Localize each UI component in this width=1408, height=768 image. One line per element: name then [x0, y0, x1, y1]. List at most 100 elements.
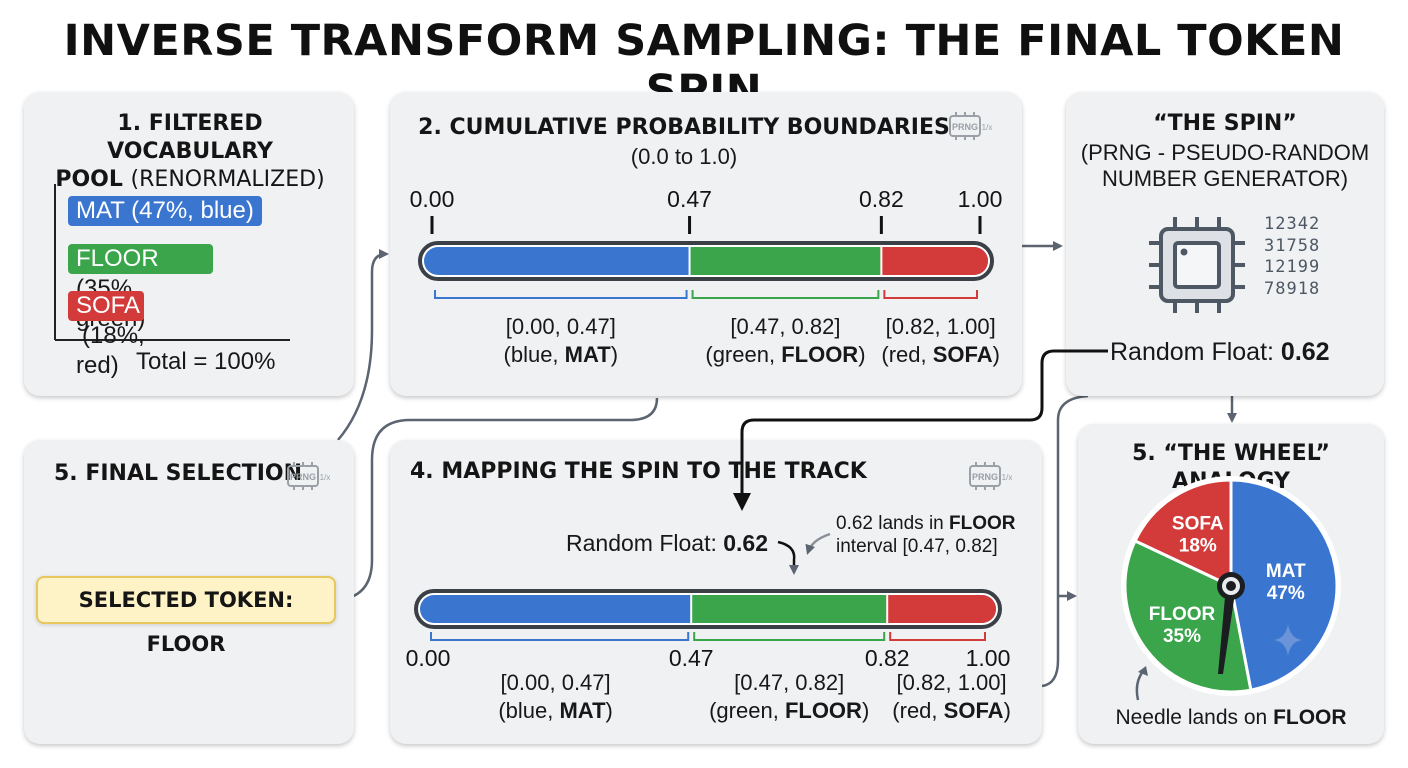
needle-pointer-arrowhead	[1138, 666, 1148, 676]
wheel-slice-mat	[1229, 478, 1339, 692]
needle-caption-prefix: Needle lands on	[1115, 706, 1268, 729]
svg-text:PRNG: PRNG	[952, 122, 978, 132]
tick-label: 0.47	[669, 645, 714, 671]
svg-text:1/x: 1/x	[982, 123, 992, 132]
bar-sofa-detail: (18%, red)	[76, 322, 145, 379]
interval-token: (blue, MAT)	[504, 342, 619, 367]
landing-note-token: FLOOR	[949, 513, 1016, 534]
interval-bracket	[883, 290, 978, 299]
landing-note-interval: interval [0.47, 0.82]	[836, 536, 998, 557]
prng-chip-icon: PRNG 1/x	[287, 462, 330, 490]
needle-caption: Needle lands on FLOOR	[1078, 706, 1384, 730]
interval-token: (red, SOFA)	[881, 342, 1000, 367]
selected-token-box: SELECTED TOKEN: FLOOR	[36, 576, 336, 656]
panel3-title-line1: “THE SPIN”	[1153, 111, 1297, 136]
bar-mat-label: MAT	[76, 197, 125, 224]
total-label: Total = 100%	[136, 348, 276, 375]
mapping-random-float: Random Float: 0.62	[566, 530, 768, 557]
needle-caption-token: FLOOR	[1273, 706, 1347, 729]
tick-label: 1.00	[958, 186, 1003, 212]
panel-final-selection: 5. FINAL SELECTION PRNG 1/x SELECTED TOK…	[24, 440, 354, 744]
needle-pointer-arrow	[1135, 669, 1145, 701]
interval-range: [0.82, 1.00]	[897, 670, 1007, 695]
interval-bracket	[430, 632, 690, 641]
panel-mapping-spin: 4. MAPPING THE SPIN TO THE TRACK PRNG 1/…	[390, 440, 1042, 744]
segment-sofa-start	[880, 247, 891, 275]
bar-mat-detail: (47%, blue)	[131, 197, 254, 224]
panel1-title-line1: 1. FILTERED VOCABULARY	[107, 111, 273, 164]
panel-prng-spin: “THE SPIN” (PRNG - PSEUDO-RANDOM NUMBER …	[1066, 92, 1384, 396]
interval-token: (blue, MAT)	[498, 698, 613, 723]
tick-label: 1.00	[966, 645, 1011, 671]
tick-label: 0.47	[667, 186, 712, 212]
random-number: 12342	[1264, 214, 1321, 234]
random-number: 12199	[1264, 257, 1321, 277]
bar-floor: FLOOR (35%, green)	[68, 244, 213, 332]
arrow-p5-to-p2	[337, 249, 389, 441]
panel3-title-line3: NUMBER GENERATOR)	[1101, 166, 1349, 191]
wheel-slice-floor	[1123, 538, 1253, 694]
panel3-title-line2: (PRNG - PSEUDO-RANDOM	[1080, 140, 1370, 165]
tick-label: 0.82	[865, 645, 910, 671]
random-number-stream: 12342 31758 12199 78918	[1264, 214, 1320, 300]
mapping-track: 0.00 0.47 0.82 1.00 [0.00, 0.47] (blue, MAT) […	[406, 589, 1011, 723]
interval-bracket	[691, 290, 880, 299]
arrow-p2-to-p5	[335, 397, 659, 602]
page-title: INVERSE TRANSFORM SAMPLING: THE FINAL TO…	[63, 16, 1345, 116]
bar-floor-label: FLOOR	[76, 245, 159, 272]
random-number: 78918	[1264, 278, 1321, 299]
segment-sofa-start	[886, 595, 897, 623]
segment-floor	[691, 595, 888, 623]
wheel-label-pct: 35%	[1163, 626, 1201, 647]
random-float-label: Random Float:	[1110, 338, 1274, 366]
panel-cumulative-boundaries: 2. CUMULATIVE PROBABILITY BOUNDARIES (0.…	[390, 92, 1022, 396]
random-float-value: 0.62	[1280, 338, 1330, 366]
sparkle-icon	[1274, 624, 1302, 656]
panel1-title: 1. FILTERED VOCABULARY POOL (RENORMALIZE…	[44, 110, 336, 194]
wheel-label-name: MAT	[1266, 561, 1306, 582]
selected-token-text: SELECTED TOKEN: FLOOR	[78, 588, 294, 656]
wheel-label-name: FLOOR	[1149, 604, 1216, 625]
wheel-needle	[1218, 586, 1236, 674]
tick-label: 0.00	[406, 645, 451, 671]
interval-bracket	[434, 290, 688, 299]
mapping-random-value: 0.62	[723, 530, 769, 556]
random-number: 31758	[1264, 235, 1321, 256]
interval-range: [0.00, 0.47]	[501, 670, 611, 695]
wheel-hub-center	[1226, 581, 1236, 591]
interval-range: [0.47, 0.82]	[730, 314, 840, 339]
panel2-subtitle: (0.0 to 1.0)	[630, 144, 738, 169]
landing-note: 0.62 lands in FLOOR interval [0.47, 0.82…	[836, 512, 1016, 558]
interval-token: (green, FLOOR)	[709, 698, 869, 723]
wheel-label-pct: 47%	[1267, 583, 1305, 604]
panel2-title: 2. CUMULATIVE PROBABILITY BOUNDARIES	[418, 115, 950, 140]
wheel-label-pct: 18%	[1179, 536, 1217, 557]
panel1-title-line2: POOL	[55, 167, 123, 192]
landing-note-prefix: 0.62 lands in	[836, 513, 944, 534]
interval-token: (green, FLOOR)	[705, 342, 865, 367]
interval-range: [0.47, 0.82]	[734, 670, 844, 695]
bar-axis	[54, 184, 290, 341]
bar-sofa-label: SOFA	[76, 292, 139, 319]
tick-label: 0.82	[859, 186, 904, 212]
interval-bracket	[693, 632, 886, 641]
prng-chip-icon: PRNG 1/x	[949, 112, 992, 140]
wheel-rim	[1121, 476, 1341, 696]
svg-text:PRNG: PRNG	[290, 472, 316, 482]
wheel-slice-sofa	[1133, 478, 1233, 589]
panel-filtered-vocabulary: 1. FILTERED VOCABULARY POOL (RENORMALIZE…	[24, 92, 354, 396]
mapping-random-label: Random Float:	[566, 530, 717, 556]
bar-mat: MAT (47%, blue)	[68, 196, 262, 226]
cumulative-track: 0.00 0.47 0.82 1.00 [0.00, 0.47] (blue, MAT) […	[410, 186, 1003, 367]
interval-token: (red, SOFA)	[892, 698, 1011, 723]
random-float-readout: Random Float: 0.62	[1110, 338, 1330, 367]
panel1-title-normal: (RENORMALIZED)	[130, 167, 325, 192]
microchip-icon	[1149, 217, 1245, 313]
bar-sofa: SOFA (18%, red)	[68, 291, 145, 379]
segment-floor	[689, 247, 882, 275]
panel5-title: 5. FINAL SELECTION	[54, 461, 303, 486]
interval-range: [0.82, 1.00]	[886, 314, 996, 339]
tick-label: 0.00	[410, 186, 455, 212]
interval-range: [0.00, 0.47]	[506, 314, 616, 339]
